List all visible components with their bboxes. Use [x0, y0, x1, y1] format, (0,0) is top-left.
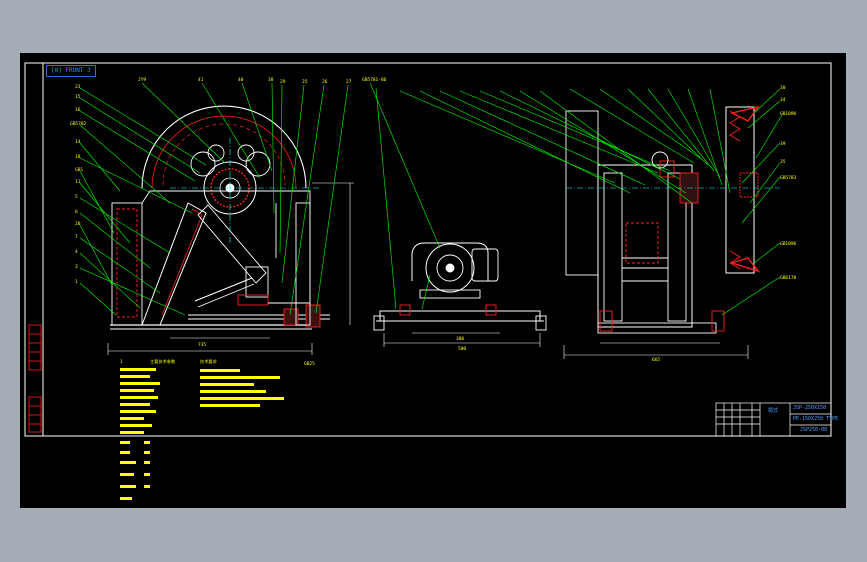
title-block [715, 402, 832, 437]
title-block-sheet-no: JSP250-00 [800, 427, 828, 433]
flywheel-outline [141, 105, 307, 189]
svg-text:29: 29 [280, 79, 286, 85]
side-flywheel [565, 110, 599, 276]
side-vbelt-pulley [725, 106, 755, 274]
motor-view [373, 242, 547, 347]
svg-text:3: 3 [75, 264, 78, 270]
front-labels: 23 15 16 GB5782 14 18 GB1 11 5 6 20 7 4 3 1 JY9 41 4… [70, 77, 352, 367]
svg-text:GB5781-86: GB5781-86 [362, 77, 387, 83]
svg-text:34: 34 [780, 97, 786, 103]
svg-text:20: 20 [75, 221, 81, 227]
svg-text:27: 27 [346, 79, 352, 85]
svg-text:18: 18 [75, 154, 81, 160]
motor-pulley [425, 243, 475, 293]
svg-text:380: 380 [456, 336, 464, 342]
side-view [563, 106, 780, 359]
svg-text:主要技术参数: 主要技术参数 [150, 358, 176, 365]
svg-text:35: 35 [780, 159, 786, 165]
title-block-model: PE-150X250 TYPE [793, 416, 839, 422]
swing-jaw [141, 202, 207, 326]
motor-leaders [369, 82, 441, 310]
svg-text:GB5783: GB5783 [780, 175, 797, 181]
left-frame-plate [111, 202, 143, 326]
view-tab-label[interactable]: [0] FRONT 3 [46, 65, 96, 77]
svg-text:5: 5 [75, 194, 78, 200]
svg-text:23: 23 [75, 84, 81, 90]
svg-text:6: 6 [75, 209, 78, 215]
svg-text:500: 500 [458, 346, 466, 352]
svg-text:1: 1 [120, 359, 123, 364]
svg-text:16: 16 [75, 107, 81, 113]
outer-frame [24, 62, 832, 437]
svg-text:665: 665 [652, 357, 660, 363]
front-view [107, 105, 354, 355]
svg-text:39: 39 [780, 141, 786, 147]
cad-drawing-canvas[interactable]: [0] FRONT 3 [20, 53, 846, 508]
svg-text:15: 15 [75, 94, 81, 100]
svg-text:735: 735 [198, 342, 206, 348]
technical-notes: 1 主要技术参数 技术要求 [120, 358, 284, 500]
svg-text:GB25: GB25 [304, 361, 315, 367]
title-block-name: 颚式 [768, 408, 779, 414]
svg-text:41: 41 [198, 77, 204, 83]
svg-text:GB1096: GB1096 [780, 241, 797, 247]
svg-text:GB6170: GB6170 [780, 275, 797, 281]
motor-base [379, 310, 541, 322]
svg-text:7: 7 [75, 234, 78, 240]
svg-text:11: 11 [75, 179, 81, 185]
svg-text:26: 26 [322, 79, 328, 85]
title-block-drawing-no: JSP-250X150 [793, 405, 827, 411]
side-red-pulley [729, 105, 760, 273]
svg-text:40: 40 [238, 77, 244, 83]
front-leaders [79, 82, 349, 316]
revision-strip [28, 324, 42, 433]
svg-text:GB1: GB1 [75, 167, 83, 173]
svg-text:1: 1 [75, 279, 78, 285]
drawing-svg: 23 15 16 GB5782 14 18 GB1 11 5 6 20 7 4 3 1 JY9 41 4… [24, 62, 832, 500]
svg-text:技术要求: 技术要求 [200, 358, 218, 365]
pitman [197, 204, 267, 284]
svg-text:GB5782: GB5782 [70, 121, 87, 127]
svg-text:JY9: JY9 [138, 77, 146, 83]
svg-text:38: 38 [268, 77, 274, 83]
svg-text:GB1096: GB1096 [780, 111, 797, 117]
svg-text:4: 4 [75, 249, 78, 255]
svg-text:14: 14 [75, 139, 81, 145]
svg-text:25: 25 [302, 79, 308, 85]
side-leaders [399, 88, 783, 316]
svg-text:30: 30 [780, 85, 786, 91]
